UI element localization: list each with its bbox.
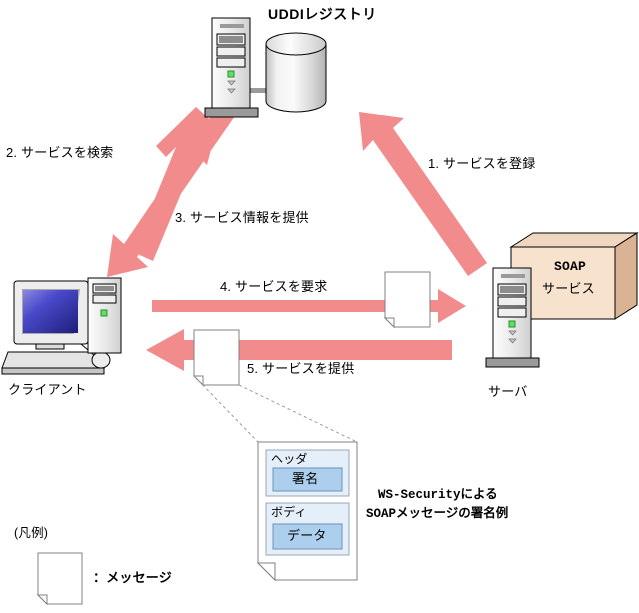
message-detail-document [256, 441, 358, 582]
arrow-flow-4 [152, 289, 466, 323]
ws-security-caption-line1: WS-Securityによる [378, 488, 498, 502]
detail-body-label: ボディ [271, 505, 307, 519]
detail-leader-lines [193, 375, 358, 443]
client-label: クライアント [8, 382, 87, 397]
detail-header-inner-label: 署名 [292, 471, 319, 486]
ws-security-caption-line2: SOAPメッセージの署名例 [366, 507, 509, 521]
flow-label-2: 2. サービスを検索 [6, 145, 114, 160]
legend-message-icon [36, 552, 83, 606]
client-computer-icon [1, 277, 122, 375]
detail-header-label: ヘッダ [271, 452, 308, 466]
message-document-request [383, 271, 431, 329]
arrow-flow-3 [107, 100, 242, 277]
server-label: サーバ [488, 384, 528, 399]
message-document-response [192, 329, 240, 387]
arrow-flow-5 [146, 329, 452, 371]
server-tower-icon [485, 267, 540, 368]
uddi-registry-title: UDDIレジストリ [268, 6, 377, 22]
flow-label-3: 3. サービス情報を提供 [175, 210, 309, 225]
soap-service-label-line2: サービス [542, 281, 595, 296]
soap-service-label-line1: SOAP [554, 259, 587, 274]
uddi-registry-icon [204, 17, 327, 118]
legend-item-label: ：メッセージ [93, 570, 172, 585]
flow-label-5: 5. サービスを提供 [247, 361, 355, 376]
arrow-flow-1 [359, 112, 487, 276]
flow-label-1: 1. サービスを登録 [428, 156, 536, 171]
detail-body-inner-label: データ [287, 528, 327, 543]
flow-label-4: 4. サービスを要求 [220, 279, 328, 294]
legend-title: (凡例) [14, 526, 49, 540]
